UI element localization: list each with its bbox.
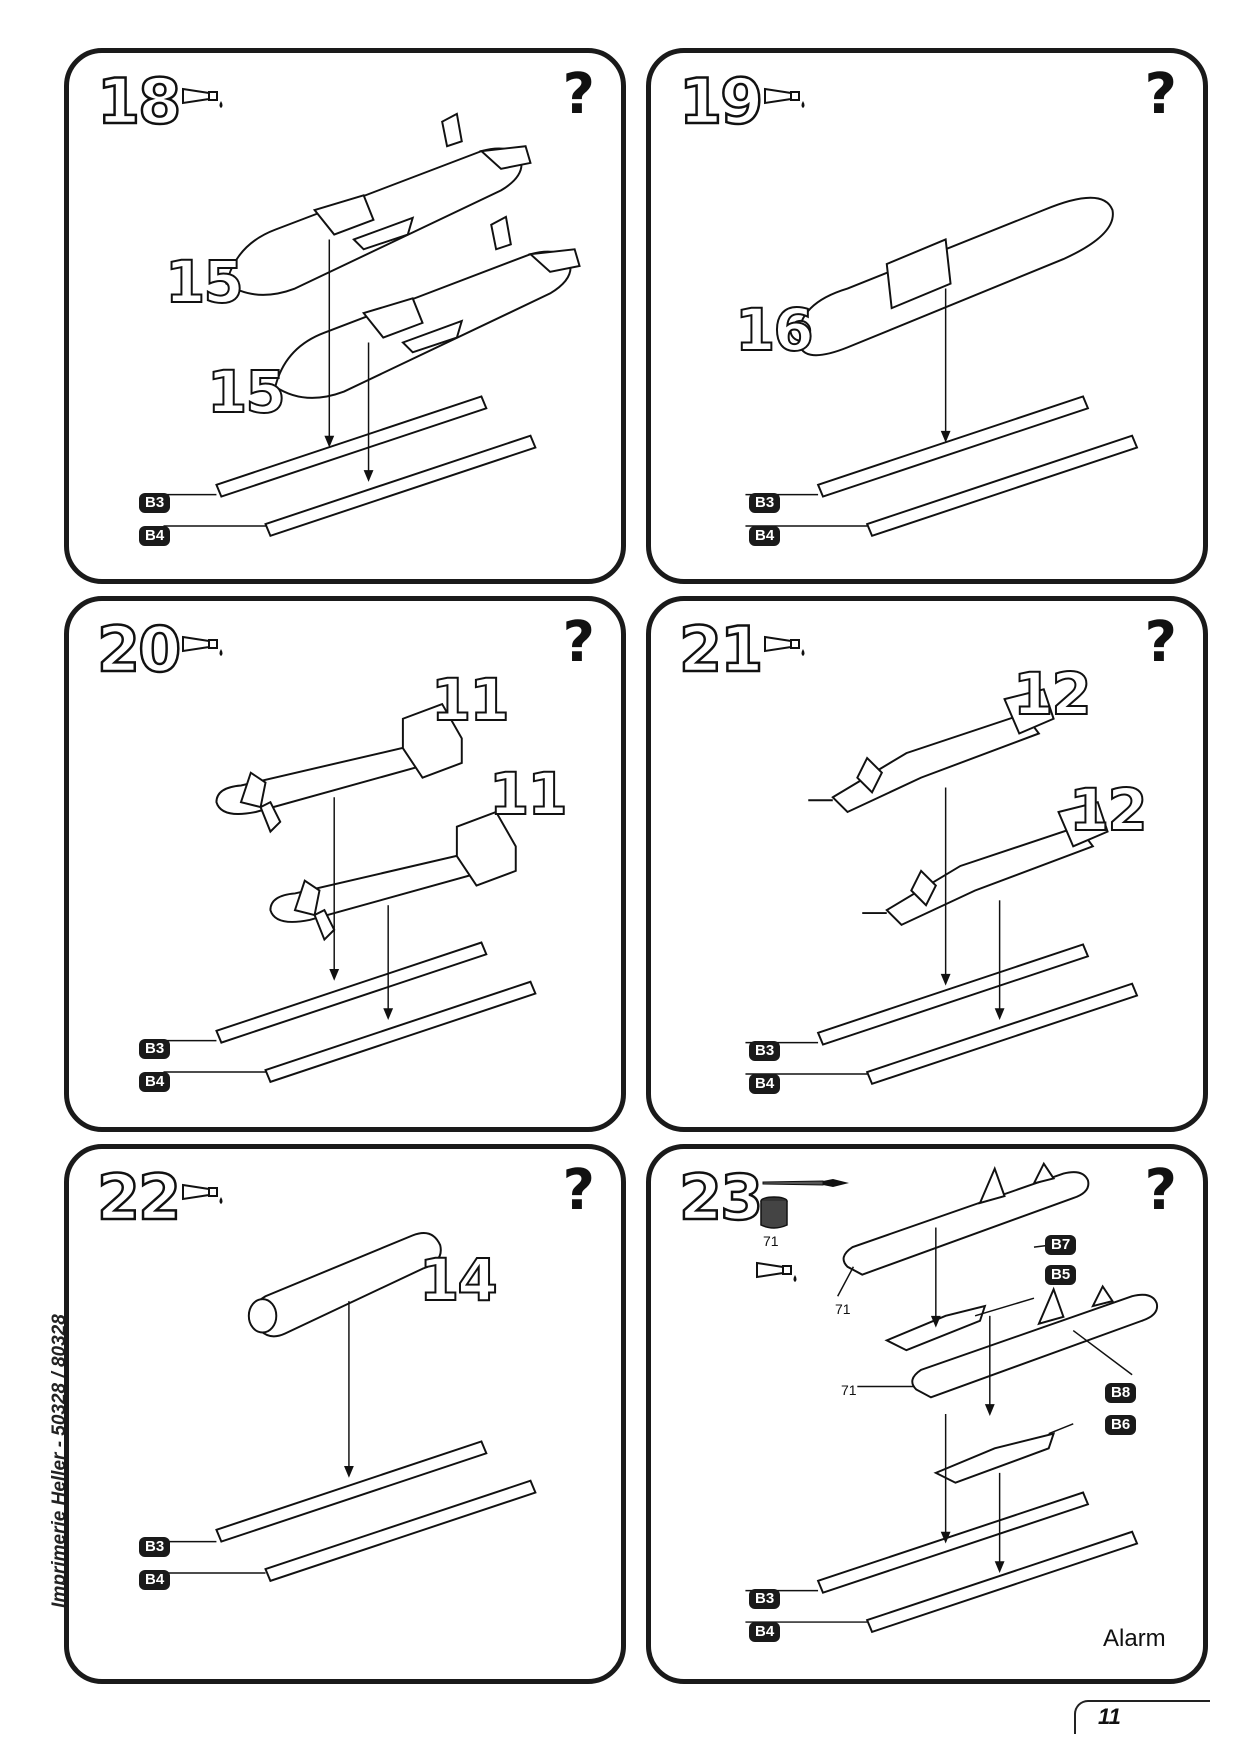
step-number: 21 [678,613,765,686]
step-18-drawing [163,112,581,538]
paint-code: 71 [763,1233,779,1249]
step-number: 19 [678,65,765,138]
part-label-b8: B8 [1105,1383,1137,1403]
paint-callout: 71 [841,1382,857,1398]
part-label-b4: B4 [139,1570,171,1590]
part-number: 15 [164,248,245,316]
question-mark: ? [1144,62,1177,127]
glue-tube-icon [182,1183,223,1204]
step-21-drawing [745,688,1139,1086]
part-label-b4: B4 [749,1622,781,1642]
step-22-panel: 22 ? 14 B3 B4 [64,1144,626,1684]
glue-tube-icon [756,1261,797,1282]
part-number: 16 [734,296,815,364]
paint-brush-icon [762,1179,849,1187]
step-19-panel: 19 ? 16 B3 B4 [646,48,1208,584]
glue-tube-icon [764,87,805,108]
question-mark: ? [562,1158,595,1223]
part-label-b3: B3 [749,1041,781,1061]
step-number: 23 [678,1161,765,1234]
part-label-b4: B4 [749,526,781,546]
part-label-b3: B3 [139,1039,171,1059]
part-number: 12 [1012,660,1093,728]
part-label-b4: B4 [139,1072,171,1092]
question-mark: ? [562,610,595,675]
step-number: 22 [96,1161,183,1234]
question-mark: ? [1144,610,1177,675]
step-18-panel: 18 ? [64,48,626,584]
part-label-b6: B6 [1105,1415,1137,1435]
part-number: 11 [430,666,511,734]
glue-tube-icon [764,635,805,656]
paint-pot-icon [760,1196,788,1229]
part-number: 15 [206,358,287,426]
glue-tube-icon [182,635,223,656]
part-label-b7: B7 [1045,1235,1077,1255]
step-23-panel: 23 71 ? [646,1144,1208,1684]
page-number: 11 [1098,1704,1121,1729]
part-label-b3: B3 [749,1589,781,1609]
part-number: 12 [1068,776,1149,844]
part-number: 14 [418,1246,499,1314]
step-21-panel: 21 ? 12 12 B3 B4 [646,596,1208,1132]
part-label-b4: B4 [749,1074,781,1094]
question-mark: ? [562,62,595,127]
part-label-b3: B3 [139,493,171,513]
part-label-b5: B5 [1045,1265,1077,1285]
paint-callout: 71 [835,1301,851,1317]
step-23-drawing [745,1161,1159,1634]
step-20-panel: 20 ? 11 11 B3 B4 [64,596,626,1132]
step-20-drawing [163,702,537,1084]
step-22-drawing [163,1232,537,1583]
weapon-name: Alarm [1103,1625,1166,1652]
glue-tube-icon [182,87,223,108]
step-number: 20 [96,613,183,686]
step-number: 18 [96,65,183,138]
part-label-b4: B4 [139,526,171,546]
step-19-drawing [745,196,1139,538]
question-mark: ? [1144,1158,1177,1223]
page-number-box: 11 [1074,1700,1210,1734]
part-number: 11 [488,760,569,828]
part-label-b3: B3 [749,493,781,513]
part-label-b3: B3 [139,1537,171,1557]
